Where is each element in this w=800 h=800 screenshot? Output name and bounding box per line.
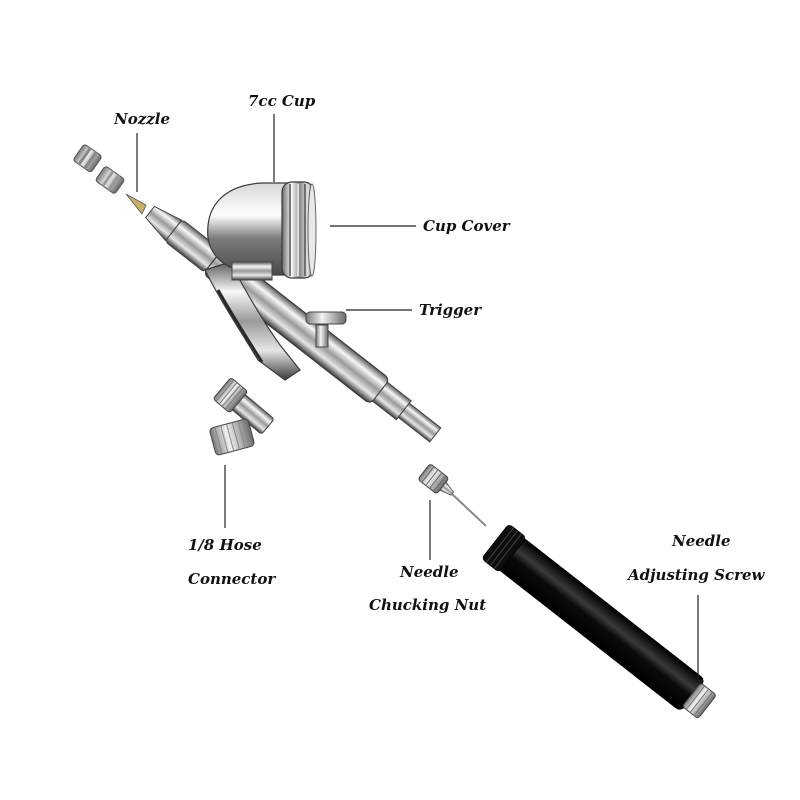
label-chucking-line1: Needle (400, 563, 459, 581)
trigger-part (305, 311, 347, 348)
label-adjusting-line1: Needle (672, 532, 731, 550)
label-cup: 7cc Cup (248, 92, 316, 110)
label-adjusting-line2: Adjusting Screw (628, 566, 765, 584)
label-chucking-line2: Chucking Nut (369, 596, 487, 614)
nozzle-cap-part (73, 144, 125, 194)
label-trigger: Trigger (419, 301, 482, 319)
label-cup-cover: Cup Cover (423, 217, 510, 235)
leader-lines (136, 114, 699, 680)
label-nozzle: Nozzle (114, 110, 170, 128)
needle-adjusting-handle (482, 525, 716, 719)
label-hose-line1: 1/8 Hose (188, 536, 262, 554)
airbrush-body (125, 181, 487, 527)
cup-part (207, 181, 317, 281)
label-hose-line2: Connector (188, 570, 276, 588)
chucking-nut-part (418, 464, 487, 527)
